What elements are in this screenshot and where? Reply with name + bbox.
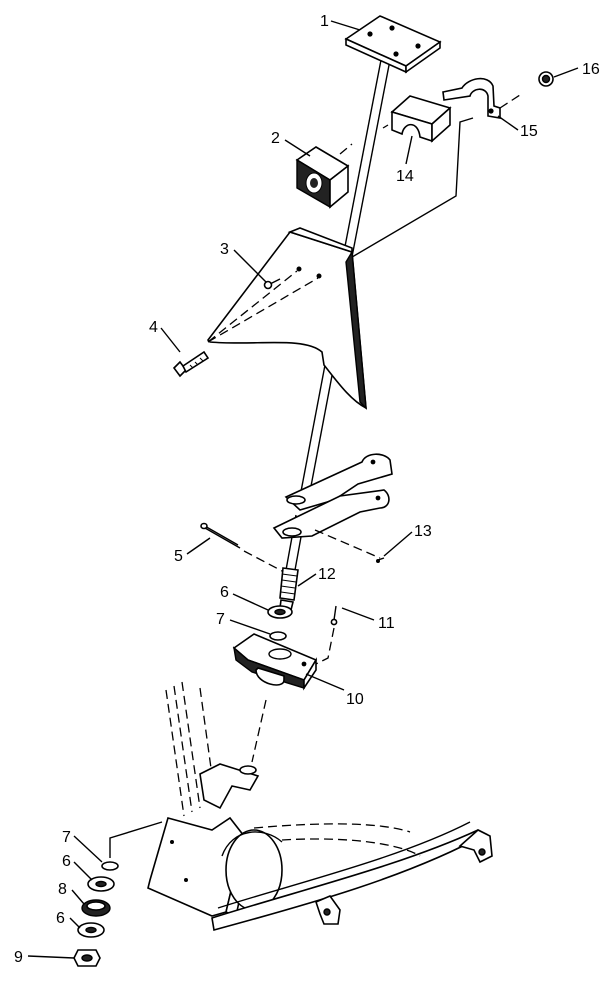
pin — [376, 557, 385, 563]
callout-6-lower-b: 6 — [56, 910, 65, 927]
callout-11: 11 — [378, 615, 395, 632]
callout-2: 2 — [271, 130, 280, 147]
callout-7-lower: 7 — [62, 829, 71, 846]
callout-7-upper: 7 — [216, 611, 225, 628]
callout-6-lower-a: 6 — [62, 853, 71, 870]
handlebar-bracket — [206, 227, 367, 410]
steering-arm — [232, 633, 318, 691]
callout-1: 1 — [320, 13, 329, 30]
callout-16: 16 — [582, 61, 600, 78]
top-plate — [344, 15, 442, 74]
callout-8: 8 — [58, 881, 67, 898]
bolt — [172, 350, 210, 378]
nut — [538, 71, 554, 87]
callout-12: 12 — [318, 566, 336, 583]
castle-nut — [73, 949, 101, 967]
callout-9: 9 — [14, 949, 23, 966]
washer-lower-7 — [101, 861, 119, 871]
callout-6-upper: 6 — [220, 584, 229, 601]
callout-13: 13 — [414, 523, 432, 540]
steering-support-bracket — [272, 453, 393, 559]
callout-5: 5 — [174, 548, 183, 565]
threaded-shaft-end — [279, 567, 299, 611]
screw-11 — [311, 605, 338, 667]
washer-lower-6a — [87, 876, 115, 892]
callout-4: 4 — [149, 319, 158, 336]
spacer-upper — [269, 631, 287, 641]
front-axle-beam — [211, 821, 493, 932]
callout-3: 3 — [220, 241, 229, 258]
spindle-housing — [147, 763, 283, 918]
leader-lines — [27, 20, 579, 959]
callout-14: 14 — [396, 168, 414, 185]
callout-15: 15 — [520, 123, 538, 140]
washer-upper — [267, 605, 293, 619]
cotter-pin — [200, 522, 285, 573]
washer-lower-6b — [77, 922, 105, 938]
half-clamp — [382, 95, 452, 143]
screw — [263, 278, 281, 290]
bearing — [81, 899, 111, 917]
callout-10: 10 — [346, 691, 364, 708]
